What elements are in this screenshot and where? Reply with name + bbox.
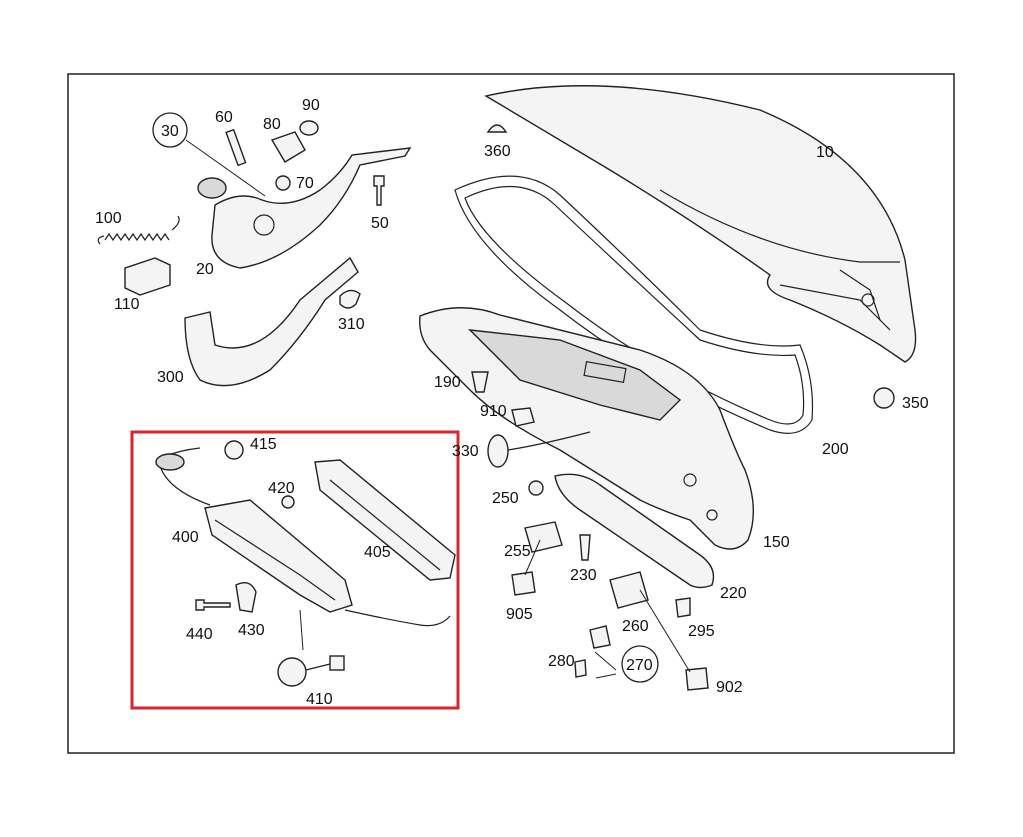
part-clip-230 [579, 534, 591, 561]
label-110: 110 [114, 296, 140, 313]
label-330: 330 [452, 443, 479, 460]
part-clip-910 [511, 407, 535, 427]
label-50: 50 [371, 215, 389, 232]
label-295: 295 [688, 623, 715, 640]
part-clip-250 [528, 480, 544, 496]
callout-circle-270 [621, 645, 659, 683]
label-10: 10 [816, 144, 834, 161]
label-415: 415 [250, 436, 277, 453]
label-270: 270 [626, 657, 653, 674]
label-20: 20 [196, 261, 214, 278]
part-housing-260 [609, 571, 649, 609]
label-902: 902 [716, 679, 743, 696]
part-lamp-carrier [314, 459, 456, 581]
part-grommet-330 [487, 434, 509, 468]
label-80: 80 [263, 116, 281, 133]
part-license-lamp-housing [204, 499, 353, 613]
label-400: 400 [172, 529, 199, 546]
part-trim-strip [554, 473, 715, 589]
part-screw-440 [195, 599, 231, 611]
label-440: 440 [186, 626, 213, 643]
label-410: 410 [306, 691, 333, 708]
part-bolt-50 [373, 175, 385, 206]
label-100: 100 [95, 210, 122, 227]
part-bulb [574, 659, 587, 678]
part-clip-310 [339, 289, 361, 309]
part-bulb-holder-410 [277, 655, 345, 687]
label-430: 430 [238, 622, 265, 639]
label-220: 220 [720, 585, 747, 602]
label-405: 405 [364, 544, 391, 561]
label-200: 200 [822, 441, 849, 458]
label-300: 300 [157, 369, 184, 386]
part-plug-905 [511, 571, 536, 596]
label-70: 70 [296, 175, 314, 192]
label-30: 30 [161, 123, 179, 140]
label-420: 420 [268, 480, 295, 497]
label-280: 280 [548, 653, 575, 670]
callout-circle-30 [152, 112, 188, 148]
part-clip-350 [873, 387, 895, 409]
part-bulb-socket-280 [589, 625, 611, 649]
label-90: 90 [302, 97, 320, 114]
part-switch-255 [524, 521, 563, 553]
label-190: 190 [434, 374, 461, 391]
part-cover-430 [235, 582, 257, 613]
label-905: 905 [506, 606, 533, 623]
part-clip-295 [675, 597, 691, 618]
part-hinge [197, 120, 412, 269]
label-255: 255 [504, 543, 531, 560]
label-230: 230 [570, 567, 597, 584]
part-screw-420 [281, 495, 295, 509]
part-block [124, 257, 171, 296]
part-clip-415 [224, 440, 244, 460]
part-connector [155, 453, 185, 471]
label-350: 350 [902, 395, 929, 412]
label-310: 310 [338, 316, 365, 333]
part-inner-panel [419, 307, 755, 550]
part-clip-360 [486, 124, 508, 133]
part-trunk-lid [484, 85, 917, 363]
leader-lines [185, 139, 691, 679]
label-360: 360 [484, 143, 511, 160]
label-150: 150 [763, 534, 790, 551]
part-seal [454, 175, 814, 434]
label-910: 910 [480, 403, 507, 420]
label-60: 60 [215, 109, 233, 126]
part-spring [97, 215, 180, 245]
label-260: 260 [622, 618, 649, 635]
label-250: 250 [492, 490, 519, 507]
diagram-frame [67, 73, 955, 754]
part-clip-190 [471, 371, 489, 393]
part-plug-902 [685, 667, 709, 691]
highlight-box [130, 430, 460, 710]
part-bracket [184, 256, 359, 387]
